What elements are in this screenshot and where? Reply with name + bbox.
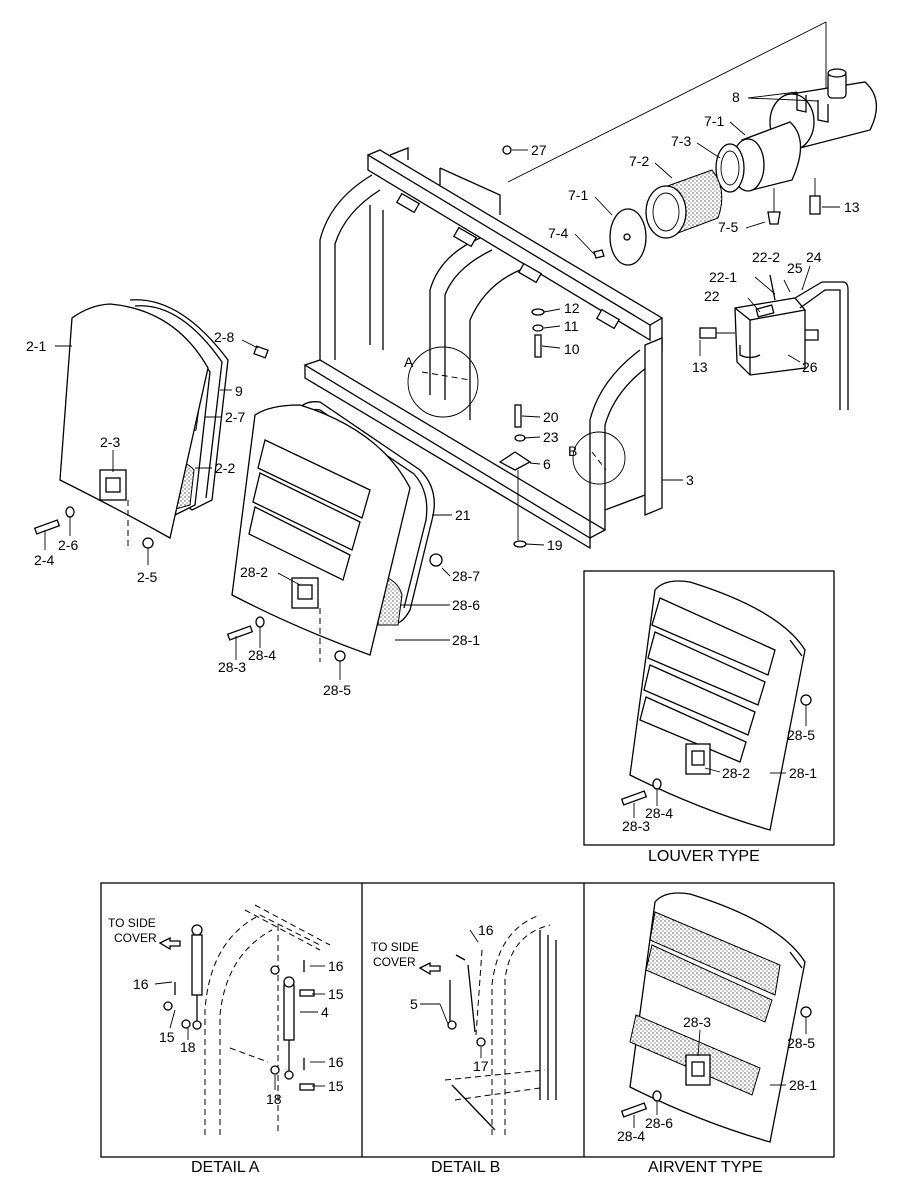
- label-7-1: 7-1: [568, 187, 588, 203]
- label-2-4: 2-4: [34, 552, 54, 568]
- label-28-5: 28-5: [323, 682, 351, 698]
- detail-a-label-16-low: 16: [328, 1054, 344, 1070]
- detail-a-label-4: 4: [321, 1004, 329, 1020]
- label-2-8: 2-8: [214, 329, 234, 345]
- label-7-3: 7-3: [671, 133, 691, 149]
- detail-marker-b: B: [568, 443, 577, 459]
- label-27: 27: [531, 142, 547, 158]
- air-cleaner-assembly: [507, 21, 877, 266]
- caption-detail-b: DETAIL B: [431, 1159, 500, 1176]
- label-28-1: 28-1: [452, 632, 480, 648]
- label-21: 21: [455, 507, 471, 523]
- louver-label-28-4: 28-4: [645, 805, 673, 821]
- note-to-side-cover-a-1: TO SIDE: [108, 916, 156, 930]
- label-25: 25: [787, 260, 803, 276]
- label-7-1-top: 7-1: [704, 113, 724, 129]
- label-11: 11: [564, 318, 579, 334]
- louver-label-28-1: 28-1: [789, 765, 817, 781]
- louver-label-28-3: 28-3: [622, 818, 650, 834]
- label-7-5: 7-5: [718, 219, 738, 235]
- detail-a-label-16-right: 16: [328, 958, 344, 974]
- label-3: 3: [686, 472, 694, 488]
- label-2-7: 2-7: [225, 409, 245, 425]
- note-to-side-cover-b-1: TO SIDE: [371, 940, 419, 954]
- detail-a-label-15-low: 15: [328, 1078, 344, 1094]
- label-23: 23: [543, 429, 559, 445]
- label-2-3: 2-3: [100, 434, 120, 450]
- door-assembly-28: [226, 401, 443, 662]
- label-24: 24: [806, 249, 822, 265]
- label-22: 22: [704, 288, 720, 304]
- label-13-top: 13: [844, 199, 860, 215]
- detail-frames: [100, 882, 835, 1158]
- note-to-side-cover-a-2: COVER: [114, 931, 157, 945]
- detail-a-label-15-left: 15: [159, 1029, 175, 1045]
- detail-b-label-17: 17: [473, 1058, 489, 1074]
- label-9: 9: [235, 383, 243, 399]
- detail-b-drawing: [418, 914, 557, 1135]
- detail-a-drawing: [158, 904, 331, 1135]
- frame-assembly: [303, 147, 664, 550]
- airvent-label-28-6: 28-6: [645, 1115, 673, 1131]
- label-28-4: 28-4: [248, 647, 276, 663]
- label-22-2: 22-2: [752, 249, 780, 265]
- airvent-label-28-3: 28-3: [683, 1014, 711, 1030]
- label-7-2: 7-2: [629, 153, 649, 169]
- label-28-7: 28-7: [452, 568, 480, 584]
- label-20: 20: [543, 409, 559, 425]
- detail-b-label-5: 5: [410, 996, 418, 1012]
- label-28-2: 28-2: [240, 564, 268, 580]
- airvent-label-28-5: 28-5: [787, 1035, 815, 1051]
- label-7-4: 7-4: [548, 225, 568, 241]
- caption-detail-a: DETAIL A: [191, 1159, 260, 1176]
- detail-a-label-18-low: 18: [266, 1091, 282, 1107]
- detail-a-label-16-left: 16: [133, 976, 149, 992]
- airvent-label-28-1: 28-1: [789, 1077, 817, 1093]
- label-28-3: 28-3: [218, 659, 246, 675]
- label-12: 12: [564, 300, 580, 316]
- label-28-6: 28-6: [452, 597, 480, 613]
- louver-label-28-5: 28-5: [787, 727, 815, 743]
- detail-a-label-15-right: 15: [328, 986, 344, 1002]
- tank-assembly: [699, 274, 849, 410]
- label-2-5: 2-5: [137, 569, 157, 585]
- part-labels: 8 7-1 7-3 7-2 7-1 7-4 7-5 13 27 22-2 24 …: [26, 89, 860, 1176]
- label-19: 19: [547, 537, 563, 553]
- detail-a-circle: [407, 346, 479, 418]
- label-26: 26: [802, 359, 818, 375]
- caption-louver-type: LOUVER TYPE: [648, 848, 760, 865]
- label-2-1: 2-1: [26, 338, 46, 354]
- note-to-side-cover-b-2: COVER: [373, 955, 416, 969]
- label-2-6: 2-6: [58, 537, 78, 553]
- label-2-2: 2-2: [215, 460, 235, 476]
- detail-marker-a: A: [404, 354, 414, 370]
- label-6: 6: [543, 456, 551, 472]
- label-13-tank: 13: [692, 359, 708, 375]
- detail-a-label-18-left: 18: [180, 1039, 196, 1055]
- label-8: 8: [732, 89, 740, 105]
- airvent-label-28-4: 28-4: [617, 1128, 645, 1144]
- center-hardware: [498, 145, 545, 548]
- detail-b-label-16: 16: [478, 922, 494, 938]
- label-10: 10: [564, 341, 580, 357]
- louver-label-28-2: 28-2: [722, 765, 750, 781]
- detail-b-circle: [572, 431, 626, 485]
- louver-type-panel: [583, 570, 835, 846]
- leader-lines: [44, 91, 840, 1128]
- label-22-1: 22-1: [709, 269, 737, 285]
- caption-airvent-type: AIRVENT TYPE: [648, 1159, 763, 1176]
- airvent-type-drawing: [620, 892, 812, 1143]
